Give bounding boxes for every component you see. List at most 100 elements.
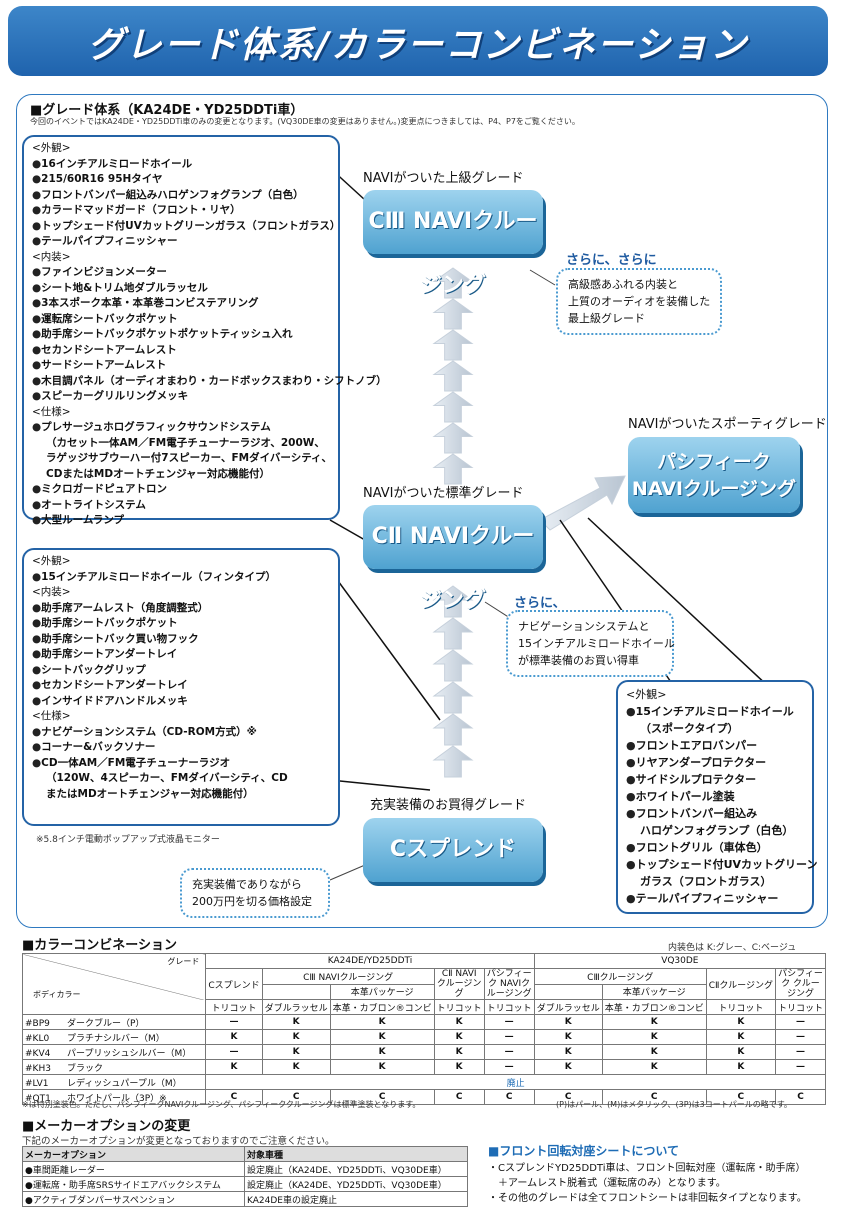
color-value-cell: K (533, 1029, 603, 1045)
color-value-cell: C (533, 1089, 603, 1105)
feature-item: 助手席シートバックポケット (32, 616, 330, 632)
bubble-line: 高級感あふれる内装と (568, 278, 678, 291)
color-name: ダークブルー（P） (67, 1018, 145, 1029)
grade-note: 今回のイベントではKA24DE・YD25DDTi車のみの変更となります。(VQ3… (30, 117, 580, 126)
color-heading: ■カラーコンビネーション (22, 938, 178, 953)
engine-vq: VQ30DE (533, 953, 827, 969)
color-value-cell: K (433, 1044, 485, 1060)
feature-item: <内装> (32, 250, 71, 263)
color-code: #BP9 (25, 1018, 50, 1029)
feature-item: 15インチアルミロードホイール (626, 703, 804, 720)
color-value-cell: K (705, 1059, 776, 1075)
option-target: 設定廃止（KA24DE、YD25DDTi、VQ30DE車） (244, 1176, 468, 1192)
feature-item: 木目調パネル（オーディオまわり・カードボックスまわり・シフトノブ） (32, 374, 386, 390)
abolished-cell: 廃止 (205, 1074, 826, 1090)
color-name-cell: #BP9 ダークブルー（P） (21, 1014, 207, 1030)
model-col: パシフィーク クルージング (774, 968, 827, 1000)
color-value-cell: K (433, 1014, 485, 1030)
color-value-cell: C (705, 1089, 776, 1105)
option-row: ●運転席・助手席SRSサイドエアバックシステム設定廃止（KA24DE、YD25D… (22, 1176, 468, 1192)
option-table: メーカーオプション対象車種 ●車間距離レーダー設定廃止（KA24DE、YD25D… (22, 1146, 468, 1207)
feature-item: コーナー&バックソナー (32, 740, 330, 756)
feature-item: リヤアンダープロテクター (626, 754, 804, 771)
model-col: Cスプレンド (205, 968, 263, 1000)
pkg-label: 本革パッケージ (329, 983, 435, 1000)
color-code: #QT1 (25, 1093, 51, 1104)
trim-cell: ダブルラッセル (261, 999, 331, 1015)
feature-item: スピーカーグリルリングメッキ (32, 389, 330, 405)
color-value-cell: — (483, 1044, 535, 1060)
feature-item: 運転席シートバックポケット (32, 312, 330, 328)
model-col: CⅢ NAVIクルージング (261, 968, 435, 985)
model-col: CⅡ NAVI クルージング (433, 968, 485, 1000)
seat-text: ・CスプレンドYD25DDTi車は、フロント回転対座（運転席・助手席） ＋アーム… (488, 1161, 807, 1206)
color-name: プラチナシルバー（M） (67, 1033, 165, 1044)
up-arrow (432, 329, 474, 361)
color-value-cell: — (774, 1014, 827, 1030)
feature-item: セカンドシートアンダートレイ (32, 678, 330, 694)
feature-item: ホワイトパール塗装 (626, 788, 804, 805)
feature-item: インサイドドアハンドルメッキ (32, 694, 330, 710)
feature-item: 3本スポーク本革・本革巻コンビステアリング (32, 296, 330, 312)
top-bubble: 高級感あふれる内装と上質のオーディオを装備した最上級グレード (556, 268, 722, 335)
up-arrow (432, 453, 474, 485)
feature-item: フロントエアロバンパー (626, 737, 804, 754)
color-value-cell: C (205, 1089, 263, 1105)
up-arrow (432, 267, 474, 299)
color-name: ホワイトパール（3P）※ (67, 1093, 167, 1104)
color-value-cell: K (705, 1044, 776, 1060)
feature-item: 助手席シートバック買い物フック (32, 632, 330, 648)
seat-heading: ■フロント回転対座シートについて (488, 1144, 679, 1158)
feature-item: フロントバンパー組込みハロゲンフォグランプ（白色） (32, 188, 330, 204)
option-col-header: 対象車種 (244, 1146, 468, 1162)
std-grade-features: <外観>15インチアルミロードホイール（フィンタイプ）<内装>助手席アームレスト… (22, 548, 340, 826)
color-value-cell: K (261, 1059, 331, 1075)
feature-item: オートライトシステム (32, 498, 330, 514)
std-grade-card: CⅡ NAVIクルージング (363, 505, 543, 613)
feature-item: （スポークタイプ） (640, 722, 739, 735)
color-value-cell: K (261, 1014, 331, 1030)
base-grade-card: Cスプレンド (363, 818, 543, 882)
option-intro: 下記のメーカーオプションが変更となっておりますのでご注意ください。 (22, 1136, 335, 1147)
feature-item: （カセット一体AM／FM電子チューナーラジオ、200W、 (46, 436, 325, 449)
feature-item: またはMDオートチェンジャー対応機能付） (46, 787, 254, 800)
color-value-cell: — (483, 1059, 535, 1075)
color-value-cell: K (433, 1029, 485, 1045)
up-arrow (432, 422, 474, 454)
base-grade-name: Cスプレンド (389, 837, 517, 862)
feature-item: 215/60R16 95Hタイヤ (32, 172, 330, 188)
trim-cell: 本革・カブロン®コンビ (601, 999, 707, 1015)
feature-item: 助手席シートアンダートレイ (32, 647, 330, 663)
feature-item: ナビゲーションシステム（CD-ROM方式）※ (32, 725, 330, 741)
std-grade-name: CⅡ NAVIクルージング (371, 524, 535, 613)
feature-item: 助手席アームレスト（角度調整式） (32, 601, 330, 617)
option-name: ●運転席・助手席SRSサイドエアバックシステム (22, 1176, 245, 1192)
feature-item: テールパイプフィニッシャー (626, 890, 804, 907)
trim-cell: トリコット (433, 999, 485, 1015)
feature-item: フロントバンパー組込み (626, 805, 804, 822)
grade-frame (16, 94, 828, 928)
feature-item: テールパイプフィニッシャー (32, 234, 330, 250)
bubble-line: が標準装備のお買い得車 (518, 654, 639, 667)
feature-item: <外観> (32, 555, 71, 567)
up-arrow (432, 681, 474, 714)
feature-item: ラゲッジサブウーハー付7スピーカー、FMダイバーシティ、 (46, 452, 333, 464)
page-title: グレード体系/カラーコンビネーション (87, 25, 749, 66)
top-grade-features: <外観>16インチアルミロードホイール215/60R16 95Hタイヤフロントバ… (22, 135, 387, 526)
color-name: ブラック (67, 1063, 104, 1074)
sporty-grade-label: NAVIがついたスポーティグレード (628, 417, 827, 432)
feature-item: （120W、4スピーカー、FMダイバーシティ、CD (46, 772, 288, 784)
grade-hdr: グレード (167, 957, 200, 966)
bubble-line: 200万円を切る価格設定 (192, 895, 312, 908)
color-value-cell: K (205, 1029, 263, 1045)
feature-item: ガラス（フロントガラス） (640, 875, 772, 888)
color-foot-left: ※は特別塗装色。ただし、パシフィークNAVIクルージング、パシフィーククルージン… (22, 1100, 421, 1109)
feature-item: CDまたはMDオートチェンジャー対応機能付） (46, 467, 271, 480)
color-name: レディッシュパープル（M） (67, 1078, 182, 1089)
